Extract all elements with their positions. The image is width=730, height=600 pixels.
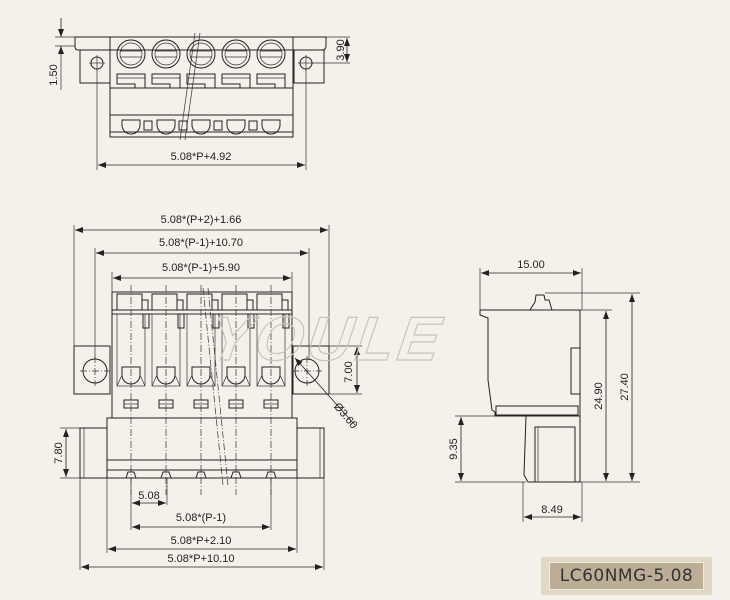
clamp bbox=[116, 73, 146, 89]
dim-overall-bottom: 5.08*P+10.10 bbox=[168, 553, 235, 565]
funnel bbox=[256, 374, 286, 387]
pin bbox=[125, 471, 137, 479]
screw-inner bbox=[154, 42, 178, 66]
front-left-ear bbox=[73, 345, 111, 395]
funnel bbox=[116, 374, 146, 387]
screw-inner bbox=[259, 42, 283, 66]
dim-overall-height: 27.40 bbox=[619, 373, 631, 401]
front-view: 5.08*(P+2)+1.66 5.08*(P-1)+10.70 5.08*(P… bbox=[53, 214, 362, 570]
top-body bbox=[109, 36, 294, 138]
front-right-ear bbox=[292, 345, 330, 395]
front-lower-body bbox=[106, 417, 298, 479]
screw-inner bbox=[189, 42, 213, 66]
cell-rib bbox=[142, 313, 150, 329]
screw-inner bbox=[224, 42, 248, 66]
test-port bbox=[248, 120, 258, 131]
dim-top-overall: 5.08*P+4.92 bbox=[171, 151, 232, 163]
dim-base-width: 5.08*P+2.10 bbox=[171, 535, 232, 547]
dim-flange-thickness: 1.50 bbox=[48, 64, 60, 85]
side-base-plate bbox=[495, 405, 579, 416]
side-latch bbox=[570, 347, 581, 395]
funnel bbox=[151, 374, 181, 387]
wire-entry bbox=[156, 119, 176, 135]
side-pin-housing bbox=[523, 415, 581, 483]
cell-rib bbox=[247, 313, 255, 329]
top-flange bbox=[74, 36, 327, 51]
screw-head bbox=[186, 39, 216, 69]
cell-tab bbox=[281, 299, 289, 311]
front-left-flange bbox=[79, 427, 108, 479]
part-label: LC60NMG-5.08 bbox=[541, 557, 712, 595]
pin bbox=[265, 471, 277, 479]
clamp bbox=[256, 73, 286, 89]
dim-overall-top: 5.08*(P+2)+1.66 bbox=[161, 214, 242, 226]
watermark: YOULE bbox=[205, 305, 448, 374]
screw-head bbox=[116, 39, 146, 69]
dim-hole-offset: 3.90 bbox=[335, 39, 347, 60]
test-port bbox=[178, 120, 188, 131]
cell-tab bbox=[141, 299, 149, 311]
dim-body-height: 24.90 bbox=[593, 382, 605, 410]
cell-top bbox=[186, 293, 213, 310]
cell-rib bbox=[212, 313, 220, 329]
top-view: 5.08*P+4.92 1.50 3.90 bbox=[48, 18, 350, 170]
funnel bbox=[186, 374, 216, 387]
screw-head bbox=[221, 39, 251, 69]
clamp bbox=[221, 73, 251, 89]
screw-head bbox=[256, 39, 286, 69]
part-number: LC60NMG-5.08 bbox=[549, 562, 704, 590]
clamp bbox=[186, 73, 216, 89]
wire-entry bbox=[121, 119, 141, 135]
side-view: 15.00 27.40 24.90 9.35 8.49 bbox=[448, 259, 640, 522]
dim-pin-span: 5.08*(P-1) bbox=[176, 512, 226, 524]
wire-entry bbox=[191, 119, 211, 135]
wire-entry bbox=[226, 119, 246, 135]
pin bbox=[160, 471, 172, 479]
right-ear bbox=[293, 49, 325, 84]
dim-hole-diameter: Ø3.60 bbox=[331, 401, 359, 432]
dim-inner-width: 5.08*(P-1)+5.90 bbox=[162, 262, 240, 274]
cell-tab bbox=[176, 299, 184, 311]
screw-inner bbox=[119, 42, 143, 66]
side-pin-slot bbox=[534, 426, 576, 483]
cell-top bbox=[151, 293, 178, 310]
front-right-flange bbox=[296, 427, 325, 479]
clamp bbox=[151, 73, 181, 89]
screw-head bbox=[151, 39, 181, 69]
side-body bbox=[479, 294, 581, 417]
dim-side-depth: 15.00 bbox=[517, 259, 545, 271]
cell-top bbox=[116, 293, 143, 310]
pin bbox=[230, 471, 242, 479]
cell-tab bbox=[246, 299, 254, 311]
cell-tab bbox=[211, 299, 219, 311]
funnel bbox=[221, 374, 251, 387]
test-port bbox=[143, 120, 153, 131]
left-ear bbox=[79, 49, 111, 84]
test-port bbox=[213, 120, 223, 131]
dim-body-width: 5.08*(P-1)+10.70 bbox=[159, 237, 243, 249]
dim-pin-depth: 8.49 bbox=[541, 504, 562, 516]
cell-rib bbox=[177, 313, 185, 329]
pin bbox=[195, 471, 207, 479]
dim-pitch: 5.08 bbox=[138, 490, 159, 502]
dim-hole-height: 7.00 bbox=[343, 361, 355, 382]
dim-pin-height: 9.35 bbox=[448, 438, 460, 459]
dim-flange-height: 7.80 bbox=[53, 442, 65, 463]
wire-entry bbox=[261, 119, 281, 135]
cell-rib bbox=[282, 313, 290, 329]
